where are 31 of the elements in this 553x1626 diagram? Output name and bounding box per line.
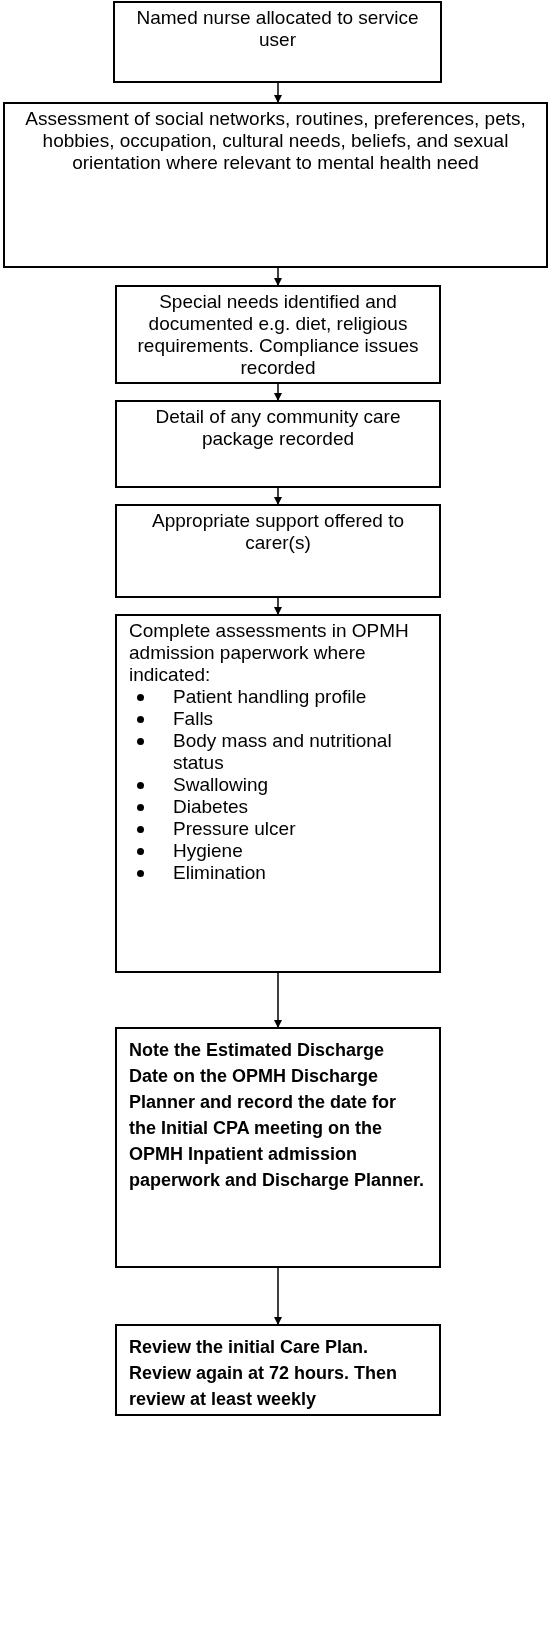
step-text: Named nurse allocated to service user (135, 7, 420, 51)
list-item: Patient handling profile (173, 686, 367, 708)
process-box (115, 400, 441, 488)
arrow (274, 267, 282, 286)
list-item: Falls (173, 708, 214, 730)
step-text: Appropriate support offered to carer(s) (150, 510, 406, 554)
list-item: Hygiene (173, 840, 243, 862)
arrow (274, 1267, 282, 1325)
list-item: Swallowing (173, 774, 269, 796)
list-item: Diabetes (173, 796, 248, 818)
process-box (113, 1, 442, 83)
arrow (274, 82, 282, 103)
step-text: Note the Estimated Discharge Date on the OPMH Discharge Planner and record the date for the Initial CPA meeting on the OPMH Inpatient admission paperwork and Discharge Planner. (129, 1039, 426, 1192)
process-box (115, 504, 441, 598)
arrow (274, 597, 282, 615)
arrow (274, 487, 282, 505)
process-box (115, 1324, 441, 1416)
arrow (274, 383, 282, 401)
step-text: Complete assessments in OPMH admission paperwork where indicated: (129, 620, 410, 686)
process-box (115, 1027, 441, 1268)
step-text: Assessment of social networks, routines, preferences, pets, hobbies, occupation, cultural needs, beliefs, and sexual orientation where relevant to mental health need (24, 108, 527, 174)
list-item: Pressure ulcer (173, 818, 296, 840)
step-text: Special needs identified and documented e.g. diet, religious requirements. Compliance issues recorded (136, 291, 420, 379)
process-box (3, 102, 548, 268)
step-text: Review the initial Care Plan. Review again at 72 hours. Then review at least weekly (129, 1336, 399, 1411)
step-text: Detail of any community care package recorded (154, 406, 402, 450)
arrow (274, 972, 282, 1028)
list-item: Elimination (173, 862, 266, 884)
list-item: Body mass and nutritional status (173, 730, 393, 774)
process-box (115, 614, 441, 973)
process-box (115, 285, 441, 384)
